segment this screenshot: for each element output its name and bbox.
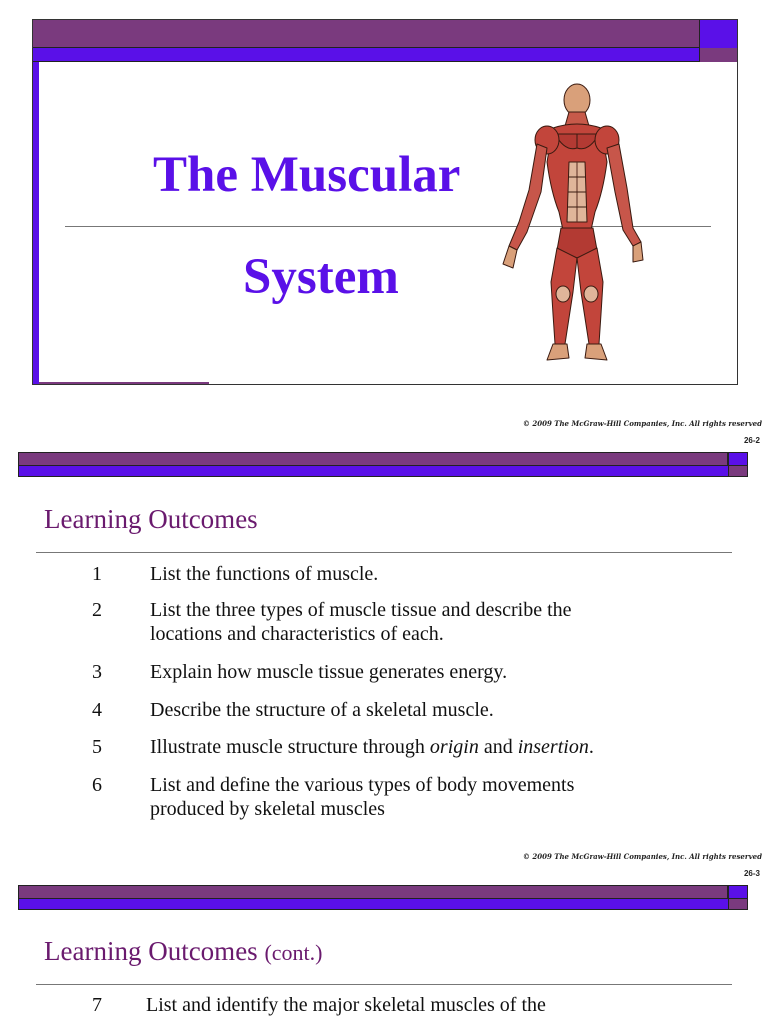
title-slide: The Muscular System	[32, 19, 738, 385]
header-purple-band	[18, 452, 728, 466]
slide-title-line2: System	[243, 249, 399, 305]
left-accent-bar	[33, 62, 39, 384]
header-blue-square	[699, 20, 737, 48]
outcome-number: 2	[92, 599, 102, 621]
outcome-number: 5	[92, 736, 102, 758]
slide-number: 26-3	[743, 869, 760, 878]
muscular-figure-illustration	[502, 83, 644, 361]
outcome-number: 1	[92, 563, 102, 585]
title-divider	[65, 226, 711, 227]
outcome-text-part: Illustrate muscle structure through	[150, 736, 430, 758]
slide-number: 26-2	[743, 436, 760, 445]
outcome-text: List and identify the major skeletal mus…	[146, 994, 546, 1016]
outcome-number: 6	[92, 774, 102, 796]
outcome-text-part: and	[478, 736, 518, 758]
outcome-text: List and define the various types of bod…	[150, 773, 670, 821]
outcome-number: 7	[92, 994, 102, 1016]
outcome-text: List the functions of muscle.	[150, 563, 379, 585]
slide-title-line1: The Muscular	[153, 147, 461, 203]
header-blue-band	[18, 465, 730, 477]
outcome-text-line1: List and define the various types of bod…	[150, 774, 575, 796]
header-purple-square	[699, 48, 737, 62]
copyright-notice: © 2009 The McGraw-Hill Companies, Inc. A…	[522, 419, 762, 428]
slide-title-suffix: (cont.)	[264, 940, 323, 965]
title-divider	[36, 984, 732, 985]
copyright-notice: © 2009 The McGraw-Hill Companies, Inc. A…	[522, 852, 762, 861]
slide-title: Learning Outcomes	[44, 504, 258, 534]
header-blue-square	[728, 885, 748, 899]
slide-title-text: Learning Outcomes	[44, 936, 258, 966]
header-blue-band	[18, 898, 730, 910]
title-divider	[36, 552, 732, 553]
header-blue-square	[728, 452, 748, 466]
header-purple-square	[728, 465, 748, 477]
outcome-text: Describe the structure of a skeletal mus…	[150, 699, 494, 721]
outcome-text: Illustrate muscle structure through orig…	[150, 735, 670, 759]
slide-header-bar	[18, 452, 750, 480]
slide-title: Learning Outcomes (cont.)	[44, 936, 322, 967]
bottom-accent-line	[39, 382, 209, 384]
header-purple-square	[728, 898, 748, 910]
outcome-text-line2: produced by skeletal muscles	[150, 798, 385, 820]
slide-header-bar	[18, 885, 750, 913]
header-purple-band	[18, 885, 728, 899]
outcome-term-origin: origin	[429, 736, 479, 758]
outcome-text: Explain how muscle tissue generates ener…	[150, 661, 508, 683]
outcome-number: 4	[92, 699, 102, 721]
outcome-number: 3	[92, 661, 102, 683]
outcome-text-part: .	[588, 736, 594, 758]
header-blue-band	[33, 48, 737, 62]
header-purple-band	[33, 20, 699, 48]
outcome-text: List the three types of muscle tissue an…	[150, 598, 670, 646]
outcome-term-insertion: insertion	[517, 736, 589, 758]
outcome-text-line2: locations and characteristics of each.	[150, 623, 444, 645]
outcome-text-line1: List the three types of muscle tissue an…	[150, 599, 572, 621]
